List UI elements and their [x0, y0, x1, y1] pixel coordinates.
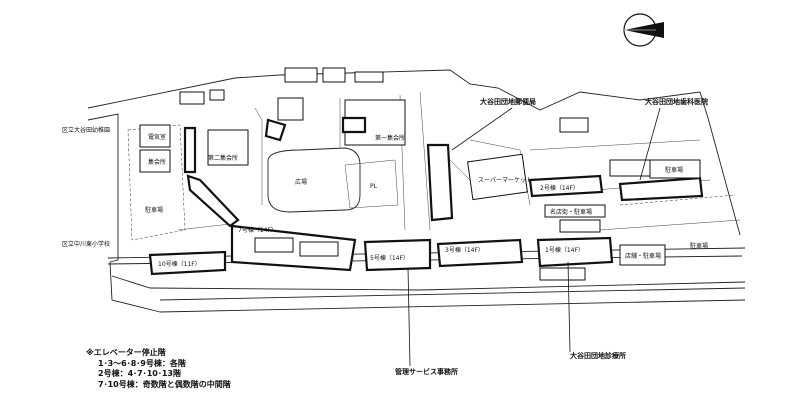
label-second-meeting-hall: 第二集会所 [208, 154, 238, 162]
legend-title: ※エレベーター停止階 [86, 348, 166, 357]
center-block [426, 117, 589, 222]
label-parking-west: 駐車場 [145, 206, 163, 214]
legend-line: 2号棟：4･7･10･13階 [98, 369, 181, 378]
legend-line: 1･3～6･8･9号棟：各階 [98, 358, 186, 368]
label-management-office: 管理サービス事務所 [395, 367, 458, 376]
label-electric-room: 電気室 [148, 133, 166, 141]
label-plaza: 広場 [295, 178, 307, 186]
label-building-7: 7号棟（14F） [238, 226, 277, 234]
south-buildings [148, 224, 666, 281]
pl-area [344, 159, 399, 209]
label-building-5: 5号棟（14F） [370, 254, 409, 262]
buildings-top [179, 67, 384, 105]
plaza-area [267, 147, 361, 213]
gym-block [264, 97, 406, 146]
label-supermarket: スーパーマーケット [478, 177, 532, 184]
label-first-meeting-hall: 第一集会所 [375, 134, 405, 142]
label-building-1: 1号棟（14F） [545, 246, 584, 254]
label-shops-row2: 店舗・駐車場 [625, 252, 661, 260]
legend-line: 7･10号棟：奇数階と偶数階の中間階 [98, 379, 231, 389]
label-shops-row: 名店街・駐車場 [550, 208, 592, 216]
label-parking-east: 駐車場 [665, 166, 683, 174]
east-block [528, 159, 704, 233]
north-arrow-icon [623, 13, 664, 47]
label-pl: PL [370, 183, 378, 190]
elevator-legend: ※エレベーター停止階 1･3～6･8･9号棟：各階 2号棟：4･7･10･13階… [86, 348, 231, 390]
label-meeting-room: 集会所 [148, 158, 166, 166]
label-ward-elementary: 区立中川東小学校 [62, 240, 110, 248]
map-labels: 大谷田団地郵便局 大谷田団地歯科医院 区立大谷田幼稚園 区立中川東小学校 管理サ… [62, 97, 708, 376]
label-parking-southeast: 駐車場 [690, 242, 708, 250]
label-building-3: 3号棟（14F） [445, 246, 484, 254]
label-clinic: 大谷田団地診療所 [570, 351, 626, 360]
community-block [139, 124, 249, 228]
label-post-office: 大谷田団地郵便局 [480, 97, 536, 106]
label-building-2: 2号棟（14F） [540, 184, 579, 192]
label-dental-clinic: 大谷田団地歯科医院 [645, 97, 708, 106]
label-building-10: 10号棟（11F） [158, 260, 201, 268]
leader-lines [407, 107, 661, 367]
label-ward-kindergarten: 区立大谷田幼稚園 [62, 126, 110, 134]
